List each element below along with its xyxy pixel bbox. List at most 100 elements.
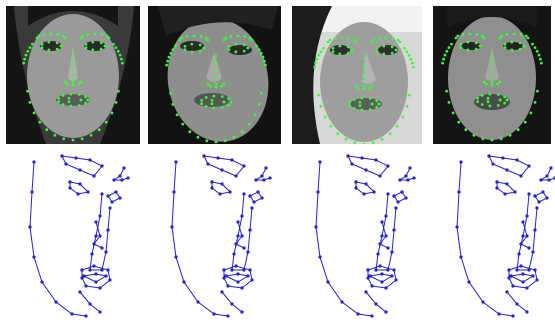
landmark-point [31, 43, 34, 46]
wireframe-vertex [525, 286, 528, 289]
landmark-point [452, 112, 455, 115]
landmark-point [540, 62, 543, 65]
wireframe-vertex [525, 234, 528, 237]
landmark-point [372, 141, 375, 144]
landmark-point [382, 53, 385, 56]
landmark-point [91, 49, 94, 52]
wireframe-vertex [108, 278, 111, 281]
landmark-point [264, 64, 267, 67]
wireframe-vertex [236, 280, 239, 283]
wireframe-vertex [224, 274, 227, 277]
landmark-point [262, 56, 265, 59]
landmark-point [353, 98, 356, 101]
wireframe-vertex [90, 252, 93, 255]
landmark-point [57, 97, 60, 100]
landmark-point [237, 35, 240, 38]
wireframe-vertex [354, 186, 357, 189]
landmark-point [227, 104, 230, 107]
wireframe-vertex [346, 154, 349, 157]
landmark-point [72, 74, 75, 77]
landmark-point [489, 105, 492, 108]
shape-wireframe-4 [447, 152, 555, 322]
landmark-point [33, 112, 36, 115]
landmark-point [215, 62, 218, 65]
wireframe-vertex [364, 182, 367, 185]
wireframe-vertex [118, 196, 121, 199]
wireframe-vertex [92, 264, 95, 267]
landmark-point [115, 46, 118, 49]
landmark-point [207, 39, 210, 42]
wireframe-vertex [511, 314, 514, 317]
landmark-point [450, 43, 453, 46]
wireframe-vertex [380, 272, 383, 275]
landmark-point [320, 50, 323, 53]
landmark-point [251, 39, 254, 42]
landmark-point [172, 48, 175, 51]
landmark-point [211, 99, 214, 102]
landmark-point [181, 123, 184, 126]
landmark-point [496, 83, 499, 86]
wireframe-vertex [487, 154, 490, 157]
landmark-point [476, 100, 479, 103]
landmark-point [491, 81, 494, 84]
landmark-point [499, 81, 502, 84]
landmark-point [503, 95, 506, 98]
wireframe-vertex [376, 252, 379, 255]
landmark-point [223, 83, 226, 86]
landmark-point [38, 121, 41, 124]
wireframe-vertex [94, 272, 97, 275]
wireframe-vertex [248, 194, 251, 197]
landmark-point [504, 46, 507, 49]
wireframe-vertex [362, 192, 365, 195]
wireframe-vertex [384, 234, 387, 237]
wireframe-vertex [481, 300, 484, 303]
landmark-point [200, 102, 203, 105]
wireframe-vertex [242, 192, 245, 195]
landmark-point [254, 114, 257, 117]
wireframe-vertex [64, 162, 67, 165]
wireframe-vertex [74, 156, 77, 159]
landmark-point [100, 48, 103, 51]
landmark-point [190, 43, 193, 46]
landmark-point [57, 100, 60, 103]
wireframe-vertex [120, 178, 123, 181]
wireframe-vertex [242, 246, 245, 249]
landmark-points-1 [6, 6, 140, 144]
landmark-point [215, 76, 218, 79]
wireframe-vertex [78, 290, 81, 293]
wireframe-vertex [240, 234, 243, 237]
landmark-point [381, 138, 384, 141]
landmark-point [205, 105, 208, 108]
wireframe-vertex [80, 268, 83, 271]
wireframe-contour [30, 162, 86, 316]
landmark-point [72, 84, 75, 87]
wireframe-vertex [501, 156, 504, 159]
wireframe-vertex [32, 255, 35, 258]
wireframe-vertex [174, 160, 177, 163]
landmark-point [378, 103, 381, 106]
wireframe-vertex [60, 154, 63, 157]
wireframe-vertex [218, 192, 221, 195]
landmark-point [347, 52, 350, 55]
landmark-point [536, 50, 539, 53]
wireframe-3-lines [306, 152, 438, 322]
wireframe-vertex [110, 200, 113, 203]
wireframe-vertex [384, 214, 387, 217]
wireframe-vertex [236, 220, 239, 223]
landmark-point [26, 50, 29, 53]
landmark-points-2 [148, 6, 281, 144]
wireframe-vertex [234, 242, 237, 245]
landmark-point [351, 49, 354, 52]
wireframe-vertex [98, 214, 101, 217]
landmark-point [444, 54, 447, 57]
wireframe-vertex [88, 268, 91, 271]
landmark-point [211, 102, 214, 105]
wireframe-vertex [226, 314, 229, 317]
landmark-point [475, 48, 478, 51]
landmark-point [462, 33, 465, 36]
landmark-point [348, 37, 351, 40]
landmark-point [227, 97, 230, 100]
landmark-point [258, 48, 261, 51]
wireframe-vertex [378, 242, 381, 245]
landmark-point [72, 139, 75, 142]
